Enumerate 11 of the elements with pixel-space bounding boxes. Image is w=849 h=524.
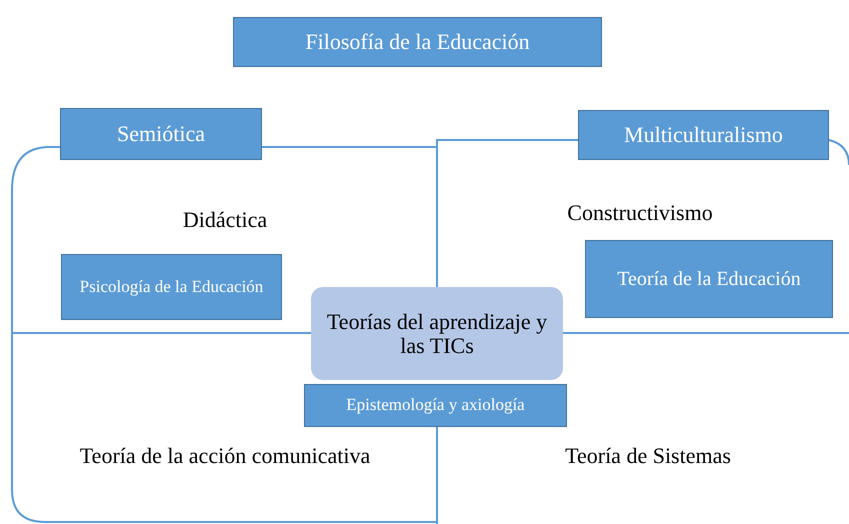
concept-box: Epistemología y axiología: [304, 384, 567, 427]
concept-box: Semiótica: [60, 108, 262, 160]
concept-label: Teoría de Sistemas: [565, 443, 731, 469]
central-box: Teorías del aprendizaje y las TICs: [311, 287, 563, 380]
title-box: Filosofía de la Educación: [233, 17, 602, 67]
concept-label: Constructivismo: [567, 200, 713, 226]
concept-box: Psicología de la Educación: [61, 254, 282, 320]
concept-label: Teoría de la acción comunicativa: [80, 443, 370, 469]
concept-box: Teoría de la Educación: [585, 240, 833, 318]
concept-box: Multiculturalismo: [578, 110, 829, 160]
concept-label: Didáctica: [182, 207, 268, 233]
